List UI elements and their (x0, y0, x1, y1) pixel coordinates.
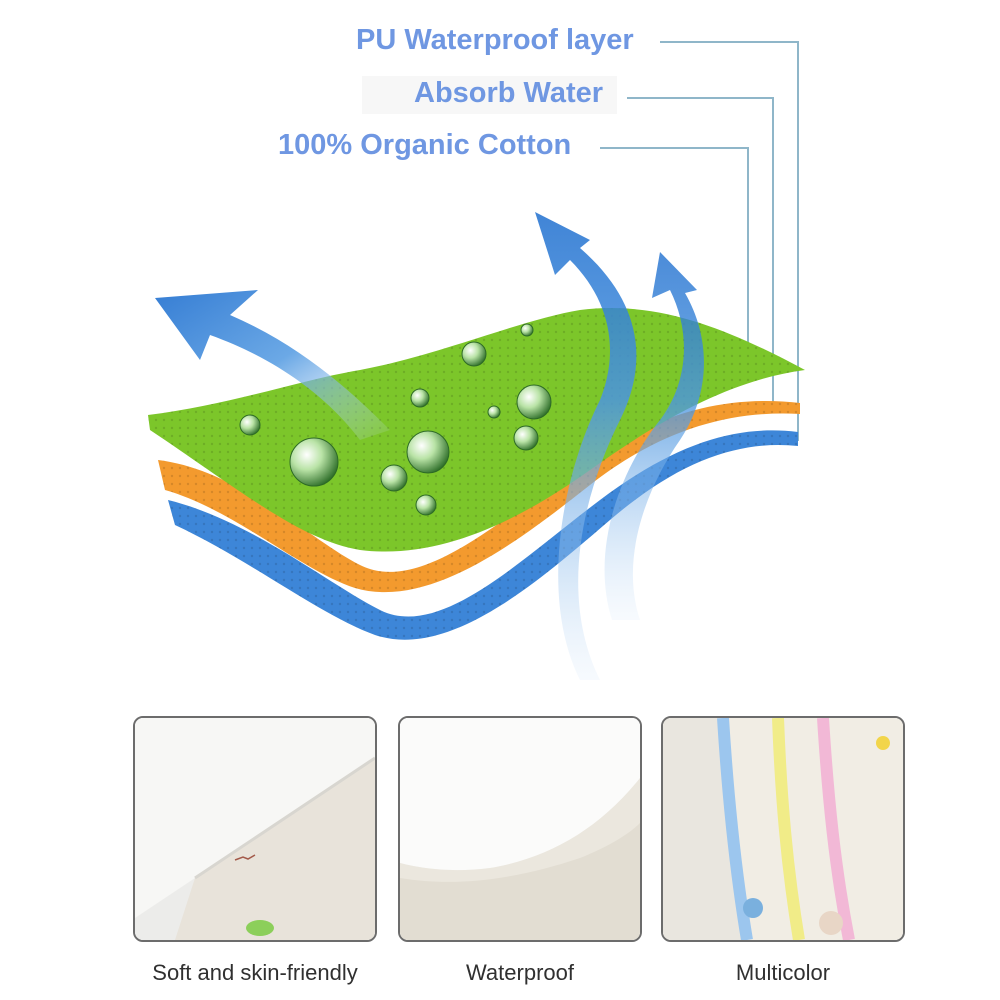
layer-diagram (148, 41, 805, 680)
caption-multicolor: Multicolor (735, 960, 831, 985)
label-organic-cotton: 100% Organic Cotton (278, 129, 572, 161)
arrow-right (604, 252, 704, 620)
water-droplets (239, 323, 552, 516)
top-layer-green (148, 308, 805, 552)
arrow-left (155, 290, 390, 440)
arrow-center (535, 212, 637, 680)
caption-waterproof: Waterproof (465, 960, 574, 985)
middle-layer-orange (158, 400, 800, 593)
caption-soft-skin-friendly: Soft and skin-friendly (152, 960, 358, 985)
thumbnail-multicolor-fabric (661, 716, 905, 942)
label-absorb-water: Absorb Water (414, 77, 604, 109)
thumbnail-waterproof-fabric (398, 716, 642, 942)
thumbnail-soft-fabric (133, 716, 377, 942)
label-highlight (362, 76, 617, 114)
label-pu-waterproof-layer: PU Waterproof layer (356, 24, 634, 56)
